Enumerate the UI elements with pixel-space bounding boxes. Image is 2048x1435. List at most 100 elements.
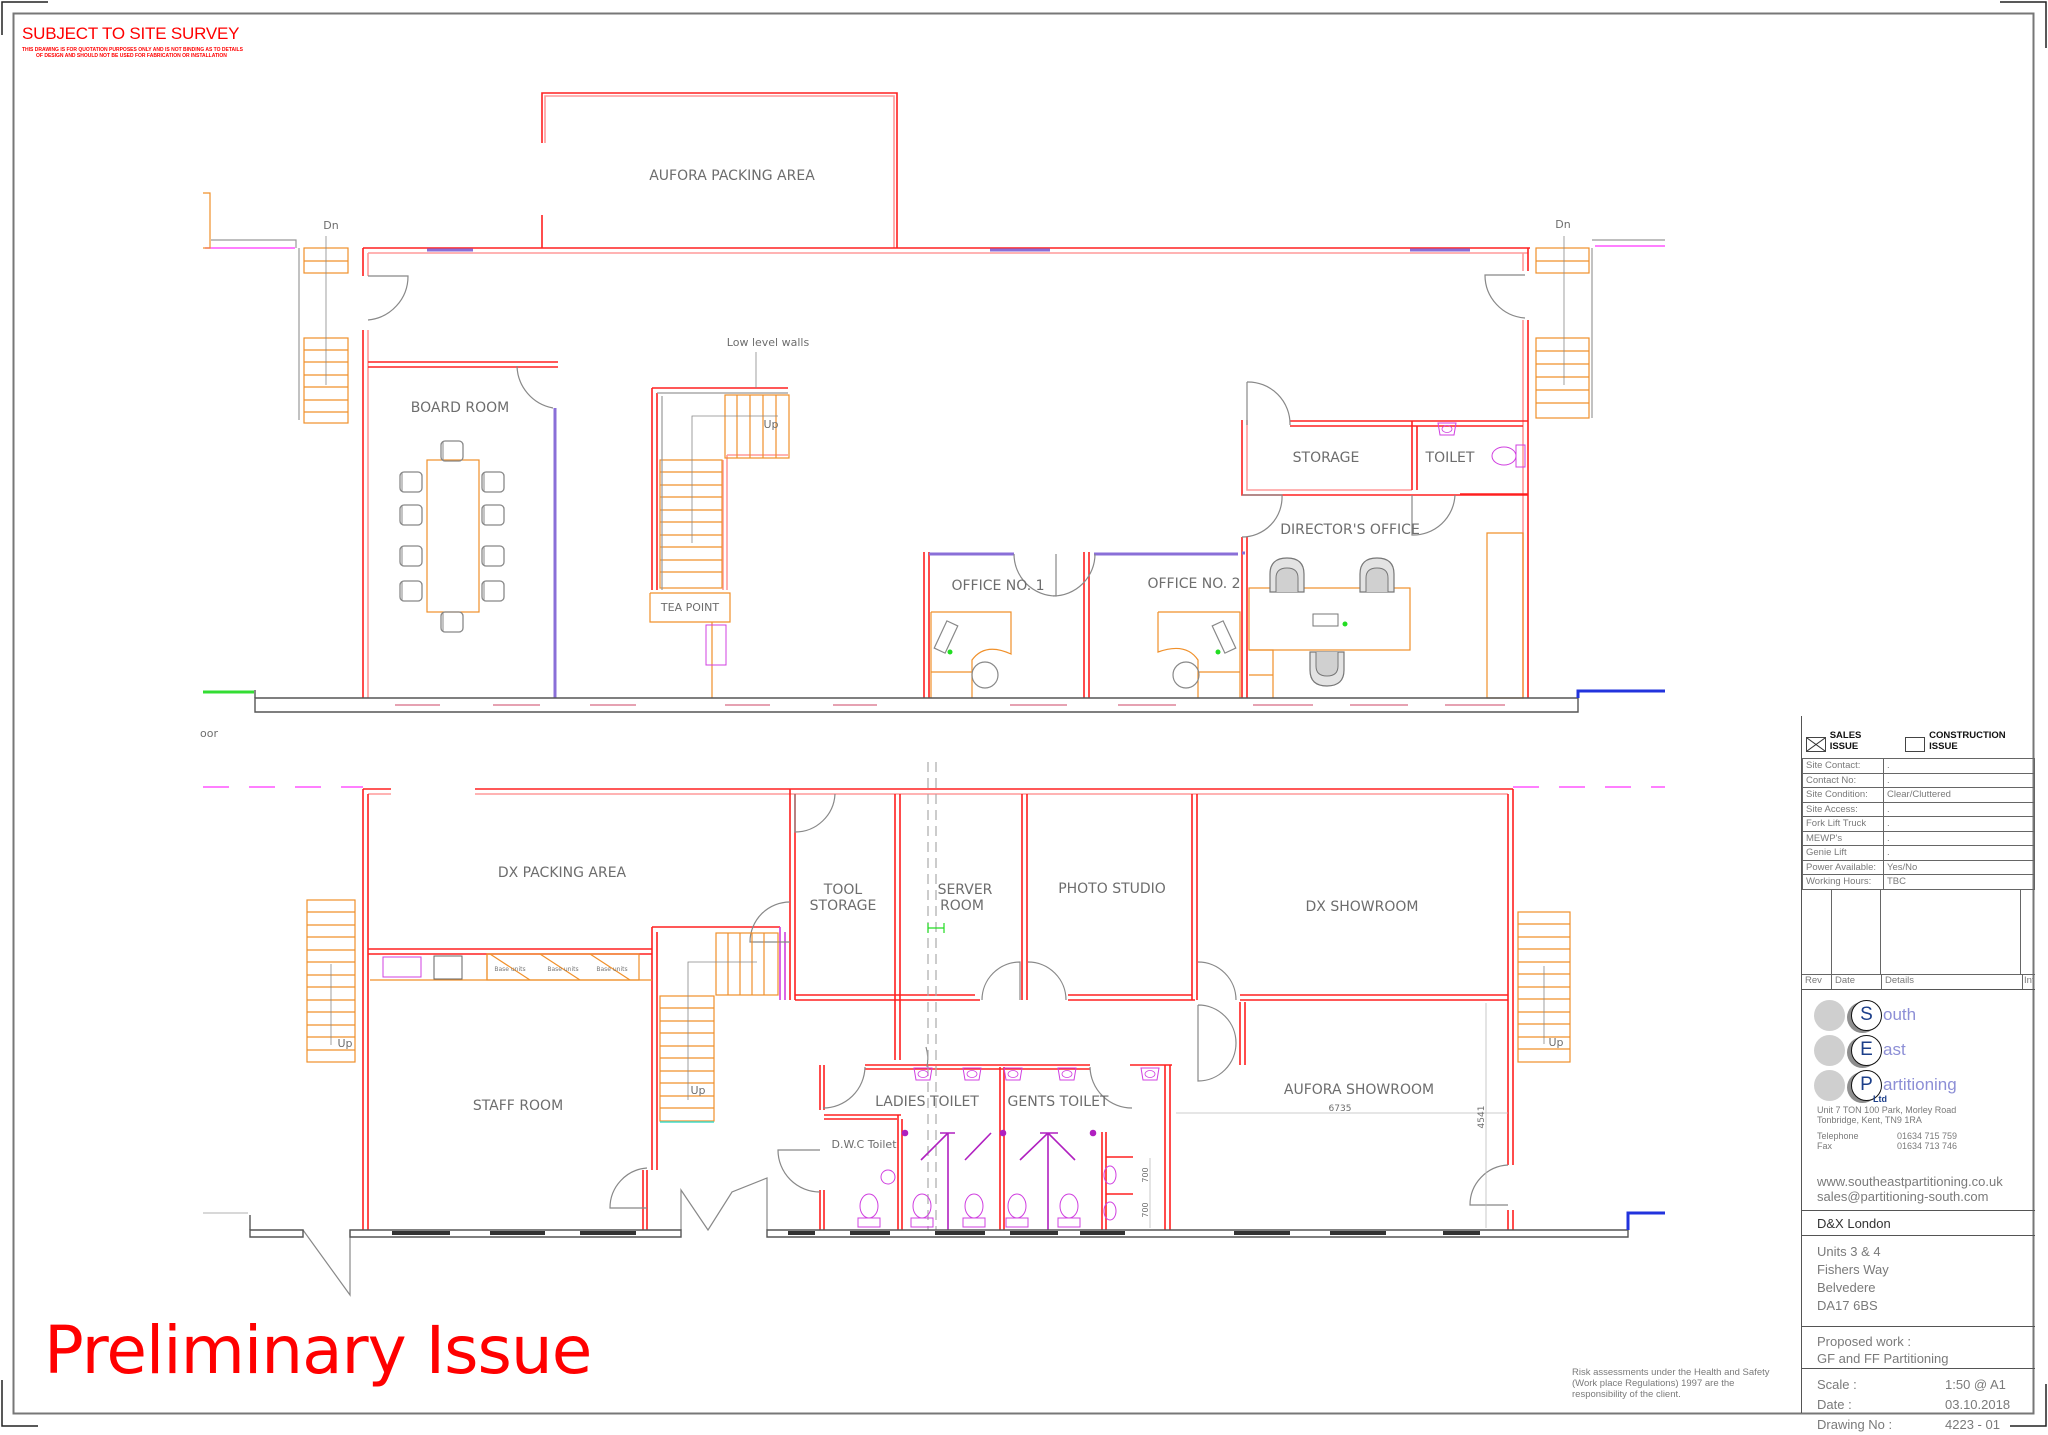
site-info-row: MEWP's.	[1802, 830, 2035, 846]
site-info-label: Site Contact:	[1802, 758, 1884, 774]
annotation-low-level-walls: Low level walls	[727, 336, 810, 349]
dimension-height: 4541	[1477, 1106, 1487, 1129]
room-label-storage: STORAGE	[1293, 450, 1360, 466]
room-label-dwc-toilet: D.W.C Toilet	[831, 1138, 897, 1151]
site-info-value: .	[1883, 758, 2035, 774]
company-phones: Telephone 01634 715 759 Fax 01634 713 74…	[1817, 1131, 1957, 1151]
site-info-row: Site Access:.	[1802, 801, 2035, 817]
partition-walls	[362, 788, 1514, 1230]
floor-label-fragment: oor	[200, 727, 218, 740]
logo-letter-s: S	[1851, 999, 1882, 1031]
annotation-up-inner: Up	[690, 1084, 705, 1097]
site-address-line: Units 3 & 4	[1817, 1243, 1881, 1259]
room-label-gents-toilet: GENTS TOILET	[1008, 1094, 1109, 1110]
site-info-row: Site Contact:.	[1802, 758, 2035, 774]
revision-header: Rev Date Details Int	[1802, 974, 2035, 990]
annotation-up-left: Up	[337, 1037, 352, 1050]
site-info-row: Genie Lift.	[1802, 845, 2035, 861]
company-web: www.southeastpartitioning.co.uk sales@pa…	[1802, 1165, 2035, 1211]
logo-word-partitioning: artitioning	[1883, 1075, 1957, 1094]
telephone-number: 01634 715 759	[1897, 1130, 1958, 1141]
annotation-up: Up	[763, 418, 778, 431]
site-address-line: Belvedere	[1817, 1279, 1876, 1295]
room-label-tool-storage-line1: TOOL	[823, 882, 863, 898]
site-info-row: Power Available:Yes/No	[1802, 859, 2035, 875]
notice-disclaimer: THIS DRAWING IS FOR QUOTATION PURPOSES O…	[22, 47, 243, 59]
urinal-spacing-1: 700	[1141, 1167, 1150, 1182]
company-website-link[interactable]: www.southeastpartitioning.co.uk	[1817, 1173, 2003, 1189]
logo-letter-e: E	[1851, 1034, 1882, 1066]
site-info-value: .	[1883, 845, 2035, 861]
site-info-label: Power Available:	[1802, 859, 1884, 875]
site-info-label: Site Condition:	[1802, 787, 1884, 803]
first-floor-plan: AUFORA PACKING AREA BOARD ROOM TEA POINT…	[200, 92, 1665, 740]
annotation-up-right: Up	[1548, 1036, 1563, 1049]
site-info-label: Site Access:	[1802, 801, 1884, 817]
scale-value: 1:50 @ A1	[1945, 1376, 2006, 1392]
logo-word-east: ast	[1883, 1040, 1906, 1059]
risk-assessment-note: Risk assessments under the Health and Sa…	[1572, 1367, 1770, 1400]
construction-issue-checkbox[interactable]	[1905, 737, 1926, 752]
room-label-ladies-toilet: LADIES TOILET	[875, 1094, 979, 1110]
title-block: SALES ISSUE CONSTRUCTION ISSUE Site Cont…	[1801, 716, 2035, 1432]
board-room-table	[399, 440, 505, 633]
logo-letter-p: P	[1851, 1069, 1882, 1101]
partition-walls	[362, 92, 1530, 698]
site-info-value: TBC	[1883, 874, 2035, 890]
site-info-value: Yes/No	[1883, 859, 2035, 875]
ground-floor-plan: DX PACKING AREA STAFF ROOM TOOL STORAGE …	[203, 762, 1665, 1297]
kitchen-base-unit-3: Base units	[596, 966, 627, 973]
company-address: Unit 7 TON 100 Park, Morley Road Tonbrid…	[1817, 1105, 1956, 1125]
room-label-tea-point: TEA POINT	[660, 601, 719, 614]
annotation-dn-right: Dn	[1555, 218, 1570, 231]
site-address-line: Fishers Way	[1817, 1261, 1889, 1277]
kitchen-base-unit-1: Base units	[494, 966, 525, 973]
room-label-dx-showroom: DX SHOWROOM	[1306, 899, 1419, 915]
site-info-value: .	[1883, 772, 2035, 788]
construction-issue-label: CONSTRUCTION ISSUE	[1929, 730, 2006, 752]
scale-label: Scale :	[1817, 1376, 1857, 1392]
room-label-office-1: OFFICE NO. 1	[951, 578, 1044, 594]
site-info-row: Fork Lift Truck.	[1802, 816, 2035, 832]
site-info-label: Genie Lift	[1802, 845, 1884, 861]
site-info-row: Working Hours:TBC	[1802, 874, 2035, 890]
site-info-row: Contact No:.	[1802, 772, 2035, 788]
room-label-staff-room: STAFF ROOM	[473, 1098, 563, 1114]
site-info-value: Clear/Cluttered	[1883, 787, 2035, 803]
date-label: Date :	[1817, 1396, 1852, 1412]
logo-ltd: Ltd	[1873, 1093, 1887, 1104]
site-info-value: .	[1883, 830, 2035, 846]
disclaimer-line-2: OF DESIGN AND SHOULD NOT BE USED FOR FAB…	[36, 53, 227, 59]
drawing-meta: Scale : 1:50 @ A1 Date : 03.10.2018 Draw…	[1802, 1369, 2035, 1435]
int-column-header: Int	[2022, 974, 2035, 989]
site-info-row: Site Condition:Clear/Cluttered	[1802, 787, 2035, 803]
room-label-tool-storage-line2: STORAGE	[810, 898, 877, 914]
facade-wall	[254, 690, 1579, 713]
room-label-aufora-packing-area: AUFORA PACKING AREA	[649, 168, 815, 184]
room-label-directors-office: DIRECTOR'S OFFICE	[1280, 522, 1420, 538]
kitchen-base-unit-2: Base units	[547, 966, 578, 973]
door-swings	[367, 274, 1526, 597]
room-label-photo-studio: PHOTO STUDIO	[1058, 881, 1166, 897]
room-label-office-2: OFFICE NO. 2	[1147, 576, 1240, 592]
annotation-dn-left: Dn	[323, 219, 338, 232]
facade-wall	[203, 1212, 1629, 1238]
details-column-header: Details	[1881, 974, 2022, 989]
proposed-work-value: GF and FF Partitioning	[1817, 1350, 1949, 1366]
fax-number: 01634 713 746	[1897, 1140, 1958, 1151]
stairs	[306, 899, 1571, 1122]
sales-issue-checkbox[interactable]	[1806, 737, 1826, 752]
drawing-no-label: Drawing No :	[1817, 1416, 1893, 1432]
room-label-server-room-line2: ROOM	[940, 898, 984, 914]
room-label-board-room: BOARD ROOM	[411, 400, 510, 416]
site-info-value: .	[1883, 816, 2035, 832]
site-survey-notice: SUBJECT TO SITE SURVEY THIS DRAWING IS F…	[22, 24, 243, 59]
company-email-link[interactable]: sales@partitioning-south.com	[1817, 1188, 1989, 1204]
site-info-value: .	[1883, 801, 2035, 817]
preliminary-issue-watermark: Preliminary Issue	[44, 1312, 592, 1389]
address-line-2: Tonbridge, Kent, TN9 1RA	[1817, 1114, 1922, 1125]
fax-label: Fax	[1817, 1140, 1833, 1151]
site-info-label: Working Hours:	[1802, 874, 1884, 890]
